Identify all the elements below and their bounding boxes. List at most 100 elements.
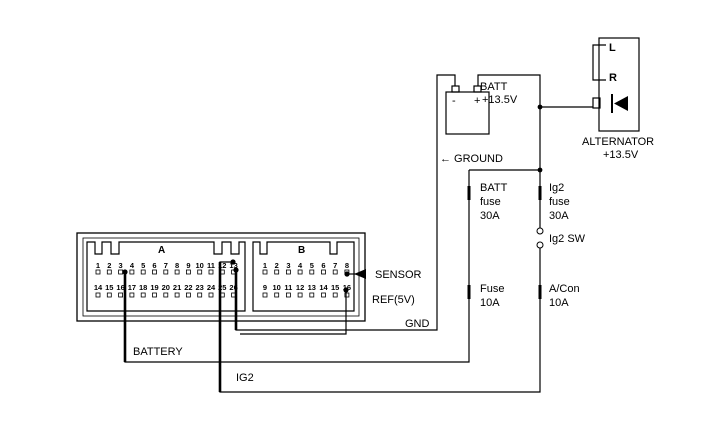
pin-label: 2 xyxy=(107,261,111,270)
pin-socket xyxy=(344,292,350,298)
pin-label: 10 xyxy=(273,283,281,292)
pin-socket xyxy=(197,269,203,275)
pin-label: 24 xyxy=(207,283,216,292)
pin-label: 14 xyxy=(319,283,328,292)
fuse-acon-line2: 10A xyxy=(549,297,569,309)
pin-socket xyxy=(118,269,123,275)
pin-label: 5 xyxy=(141,261,145,270)
pin-socket xyxy=(231,292,237,298)
pin-socket xyxy=(208,292,214,298)
pin-label: 5 xyxy=(310,261,314,270)
pin-socket xyxy=(140,292,146,298)
pin-label: 6 xyxy=(152,261,156,270)
pin-socket xyxy=(174,269,180,275)
pin-label: 10 xyxy=(196,261,204,270)
battery-minus: - xyxy=(452,95,456,107)
pin-label: 3 xyxy=(286,261,290,270)
fuse-ig2-line2: fuse xyxy=(549,196,570,208)
pin-socket xyxy=(219,292,225,298)
alternator-voltage: +13.5V xyxy=(603,149,639,161)
pin-socket xyxy=(185,292,191,298)
sensor-label: SENSOR xyxy=(375,269,422,281)
fuse-acon-line1: A/Con xyxy=(549,283,580,295)
pin-socket xyxy=(285,292,291,298)
pin-label: 6 xyxy=(321,261,325,270)
pin-label: 15 xyxy=(105,283,113,292)
pin-label: 8 xyxy=(345,261,349,270)
pin-junctions xyxy=(122,104,543,293)
pin-socket xyxy=(297,292,303,298)
battery-label: BATT xyxy=(480,81,508,93)
pin-socket xyxy=(95,269,101,275)
alternator: L R ALTERNATOR +13.5V xyxy=(582,37,654,161)
sensor-arrow-icon xyxy=(354,269,366,279)
pin-label: 17 xyxy=(128,283,136,292)
pin-label: 12 xyxy=(296,283,304,292)
battery: - + BATT +13.5V xyxy=(445,81,518,135)
pin-socket xyxy=(321,292,326,298)
pin-socket xyxy=(152,269,157,275)
pin-socket xyxy=(197,292,203,298)
pin-label: 15 xyxy=(331,283,339,292)
pin-socket xyxy=(332,292,338,298)
pin-label: 1 xyxy=(263,261,267,270)
pin-label: 11 xyxy=(207,261,215,270)
pin-label: 19 xyxy=(150,283,158,292)
pin-socket xyxy=(285,269,291,275)
pin-socket xyxy=(262,292,268,298)
pin-label: 7 xyxy=(164,261,168,270)
pin-label: 3 xyxy=(119,261,123,270)
pin-socket xyxy=(129,292,135,298)
alternator-terminal-l: L xyxy=(609,42,616,54)
pin-label: 9 xyxy=(263,283,267,292)
fuse-10a-line2: 10A xyxy=(480,297,500,309)
alternator-label: ALTERNATOR xyxy=(582,136,654,148)
block-b xyxy=(252,241,355,312)
pin-label: 26 xyxy=(229,283,237,292)
fuse-batt-line2: fuse xyxy=(480,196,501,208)
fuse-batt-line3: 30A xyxy=(480,210,500,222)
pin-socket xyxy=(262,269,268,275)
pin-socket xyxy=(332,269,338,275)
fuse-ig2: Ig2 fuse 30A xyxy=(538,182,570,222)
pin-socket xyxy=(95,292,101,298)
pin-label: 7 xyxy=(333,261,337,270)
pin-socket xyxy=(140,269,146,275)
ref-label: REF(5V) xyxy=(372,294,415,306)
alternator-terminal-r: R xyxy=(609,72,617,84)
pin-socket xyxy=(274,269,280,275)
fuse-10a: Fuse 10A xyxy=(467,283,504,309)
pin-label: 1 xyxy=(96,261,100,270)
pin-label: 11 xyxy=(284,283,292,292)
pin-label: 12 xyxy=(218,261,226,270)
ground-label: ← GROUND xyxy=(440,153,503,165)
gnd-label: GND xyxy=(405,318,430,330)
pin-label: 21 xyxy=(173,283,181,292)
pin-label: 22 xyxy=(184,283,192,292)
fuse-batt-line1: BATT xyxy=(480,182,508,194)
pin-socket xyxy=(309,269,315,275)
pin-label: 16 xyxy=(116,283,124,292)
pin-socket xyxy=(208,269,214,275)
fuse-10a-line1: Fuse xyxy=(480,283,504,295)
pin-socket xyxy=(309,292,315,298)
pin-socket xyxy=(163,269,169,275)
pin-label: 18 xyxy=(139,283,147,292)
pin-socket xyxy=(129,269,135,275)
pin-label: 14 xyxy=(94,283,103,292)
block-b-label: B xyxy=(298,245,305,256)
block-a xyxy=(86,241,246,312)
pin-socket xyxy=(185,269,191,275)
pin-label: 20 xyxy=(162,283,170,292)
battery-voltage: +13.5V xyxy=(482,94,518,106)
pin-socket xyxy=(219,269,225,275)
pin-socket xyxy=(163,292,169,298)
pin-socket xyxy=(106,292,112,298)
fuse-batt: BATT fuse 30A xyxy=(467,182,508,222)
fuse-ig2-line3: 30A xyxy=(549,210,569,222)
